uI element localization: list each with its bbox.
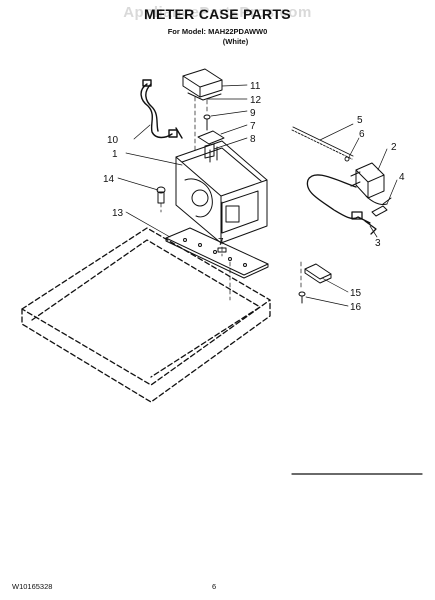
callout-7-bottom: 7: [218, 237, 224, 248]
callout-6: 6: [359, 129, 365, 140]
callout-7-top: 7: [250, 121, 256, 132]
color-line: (White): [222, 37, 249, 46]
base-frame-part: [21, 227, 271, 403]
callout-15: 15: [350, 288, 362, 299]
callout-1: 1: [112, 149, 118, 160]
page-title: METER CASE PARTS: [144, 6, 291, 22]
meter-case-part: [175, 140, 268, 244]
model-line: For Model: MAH22PDAWW0: [167, 27, 268, 36]
callout-10: 10: [107, 135, 119, 146]
page-number: 6: [212, 582, 217, 591]
control-switch-part: [350, 162, 392, 217]
screw-part: [203, 114, 211, 131]
callout-4: 4: [399, 172, 405, 183]
sensor-rod-part: [291, 126, 354, 162]
callout-11: 11: [250, 81, 261, 92]
callout-13: 13: [112, 208, 124, 219]
leader-lines: [117, 84, 398, 307]
callout-2: 2: [391, 142, 397, 153]
base-plate-part: [165, 227, 269, 279]
power-cord-part: [306, 174, 377, 235]
doc-number: W10165328: [12, 582, 53, 591]
watermark: AppliancePartsPros.com: [123, 4, 312, 21]
callout-3: 3: [375, 238, 381, 249]
callout-9: 9: [250, 108, 256, 119]
callout-12: 12: [250, 95, 262, 106]
callout-8: 8: [250, 134, 256, 145]
callout-14: 14: [103, 174, 115, 185]
callout-5: 5: [357, 115, 363, 126]
mounting-screw-part: [298, 291, 306, 304]
bracket-part: [304, 263, 332, 284]
top-cover-part: [182, 68, 223, 101]
callout-16: 16: [350, 302, 362, 313]
fitting-part: [156, 186, 166, 204]
wire-harness-part: [140, 79, 183, 139]
